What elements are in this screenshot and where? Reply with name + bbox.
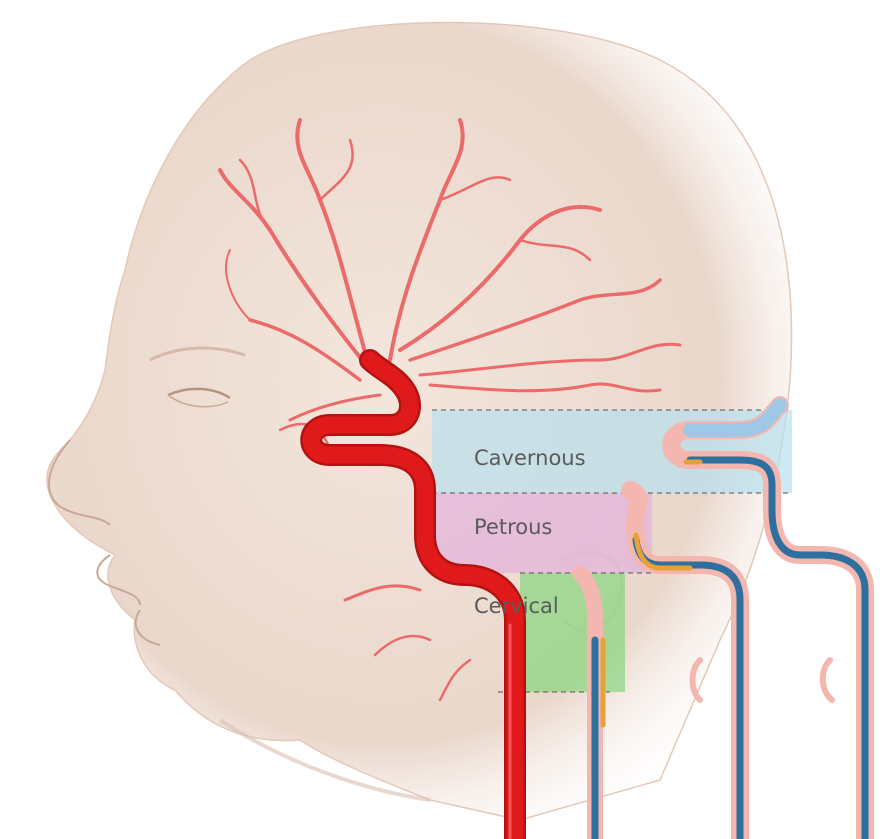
cavernous-label: Cavernous <box>474 446 586 470</box>
petrous-label: Petrous <box>474 515 552 539</box>
cervical-label: Cervical <box>474 594 559 618</box>
cervical-zone <box>520 573 625 692</box>
